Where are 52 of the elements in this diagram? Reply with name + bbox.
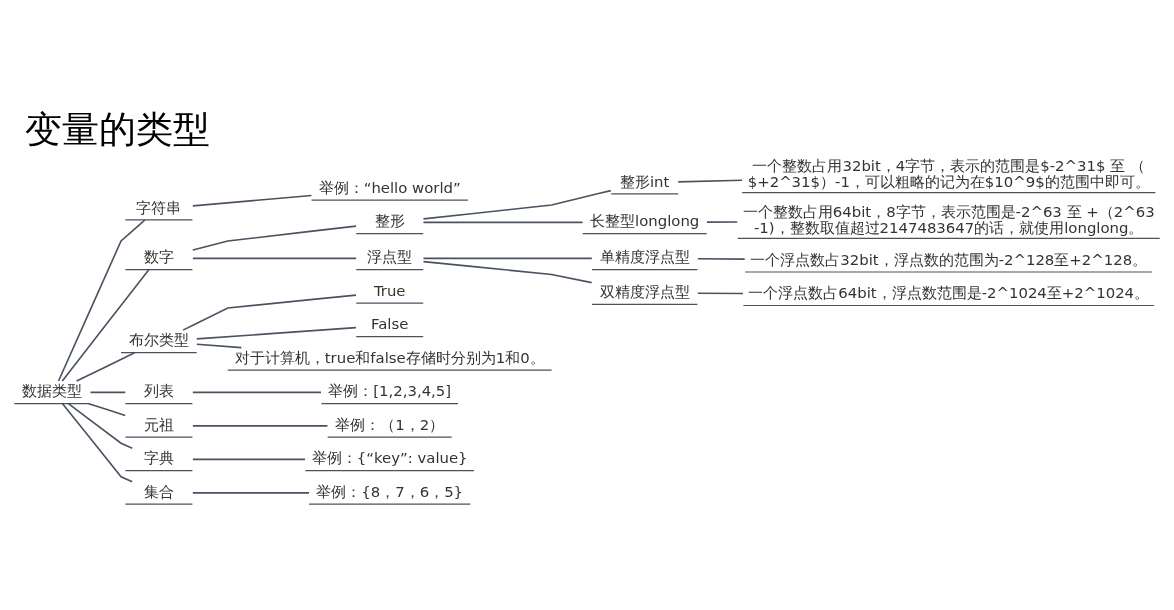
node-text: 浮点型: [367, 247, 413, 266]
node-text: 整形int: [620, 172, 670, 190]
connector: [192, 491, 310, 494]
connector: [192, 391, 322, 393]
node-text: 举例：{“key”: value}: [311, 448, 468, 467]
node-text: 举例：（1，2）: [335, 415, 445, 434]
connector: [191, 224, 357, 251]
node-text: 集合: [143, 482, 174, 501]
connector: [422, 221, 584, 223]
node-text: True: [373, 281, 406, 300]
node-text: 列表: [143, 381, 174, 400]
node-text: 字典: [143, 448, 174, 467]
connector: [192, 257, 357, 259]
connector: [192, 458, 306, 460]
node-text: 一个浮点数占32bit，浮点数的范围为-2^128至+2^128。: [750, 250, 1148, 269]
connector: [89, 391, 127, 393]
connector: [677, 179, 743, 183]
node-text: 字符串: [136, 198, 182, 217]
node-text: 数据类型: [22, 381, 83, 400]
node-text: 长整型longlong: [590, 211, 700, 230]
node-text: 双精度浮点型: [599, 282, 690, 301]
connector: [192, 194, 313, 207]
connector: [196, 326, 357, 340]
connector: [87, 402, 127, 416]
connector: [696, 257, 746, 260]
diagram-title: 变量的类型: [25, 106, 211, 151]
node-text: 元祖: [143, 415, 174, 434]
connector: [67, 402, 134, 449]
connector: [422, 189, 612, 220]
connector: [696, 292, 744, 294]
node-text: 数字: [143, 247, 174, 266]
connector: [61, 268, 150, 382]
node-text: 整形: [374, 211, 405, 230]
connector: [192, 424, 329, 427]
connector: [422, 257, 593, 259]
connector: [75, 351, 136, 382]
node-text: 一个整数占用32bit，4字节，表示的范围是$-2^31$ 至 （$+2^31$）-1，可以粗略的记为在$10^9$的范围中即可。: [747, 156, 1150, 191]
node-text: 一个整数占用64bit，8字节，表示范围是-2^63 至 +（2^63-1)，整数取值超过2147483647的话，就使用longlong。: [742, 202, 1155, 237]
node-text: False: [371, 314, 409, 333]
node-text: 布尔类型: [128, 330, 189, 349]
connector: [61, 402, 134, 482]
connector: [706, 220, 739, 223]
connector: [57, 218, 146, 382]
node-text: 举例：{8，7，6，5}: [316, 482, 464, 501]
connector: [196, 342, 243, 348]
connector: [422, 260, 593, 283]
node-text: 举例：“hello world”: [318, 178, 461, 197]
connector: [182, 293, 357, 331]
node-text: 举例：[1,2,3,4,5]: [328, 381, 452, 400]
node-text: 一个浮点数占64bit，浮点数范围是-2^1024至+2^1024。: [748, 283, 1150, 302]
node-text: 单精度浮点型: [599, 247, 690, 266]
node-text: 对于计算机，true和false存储时分别为1和0。: [234, 348, 545, 367]
